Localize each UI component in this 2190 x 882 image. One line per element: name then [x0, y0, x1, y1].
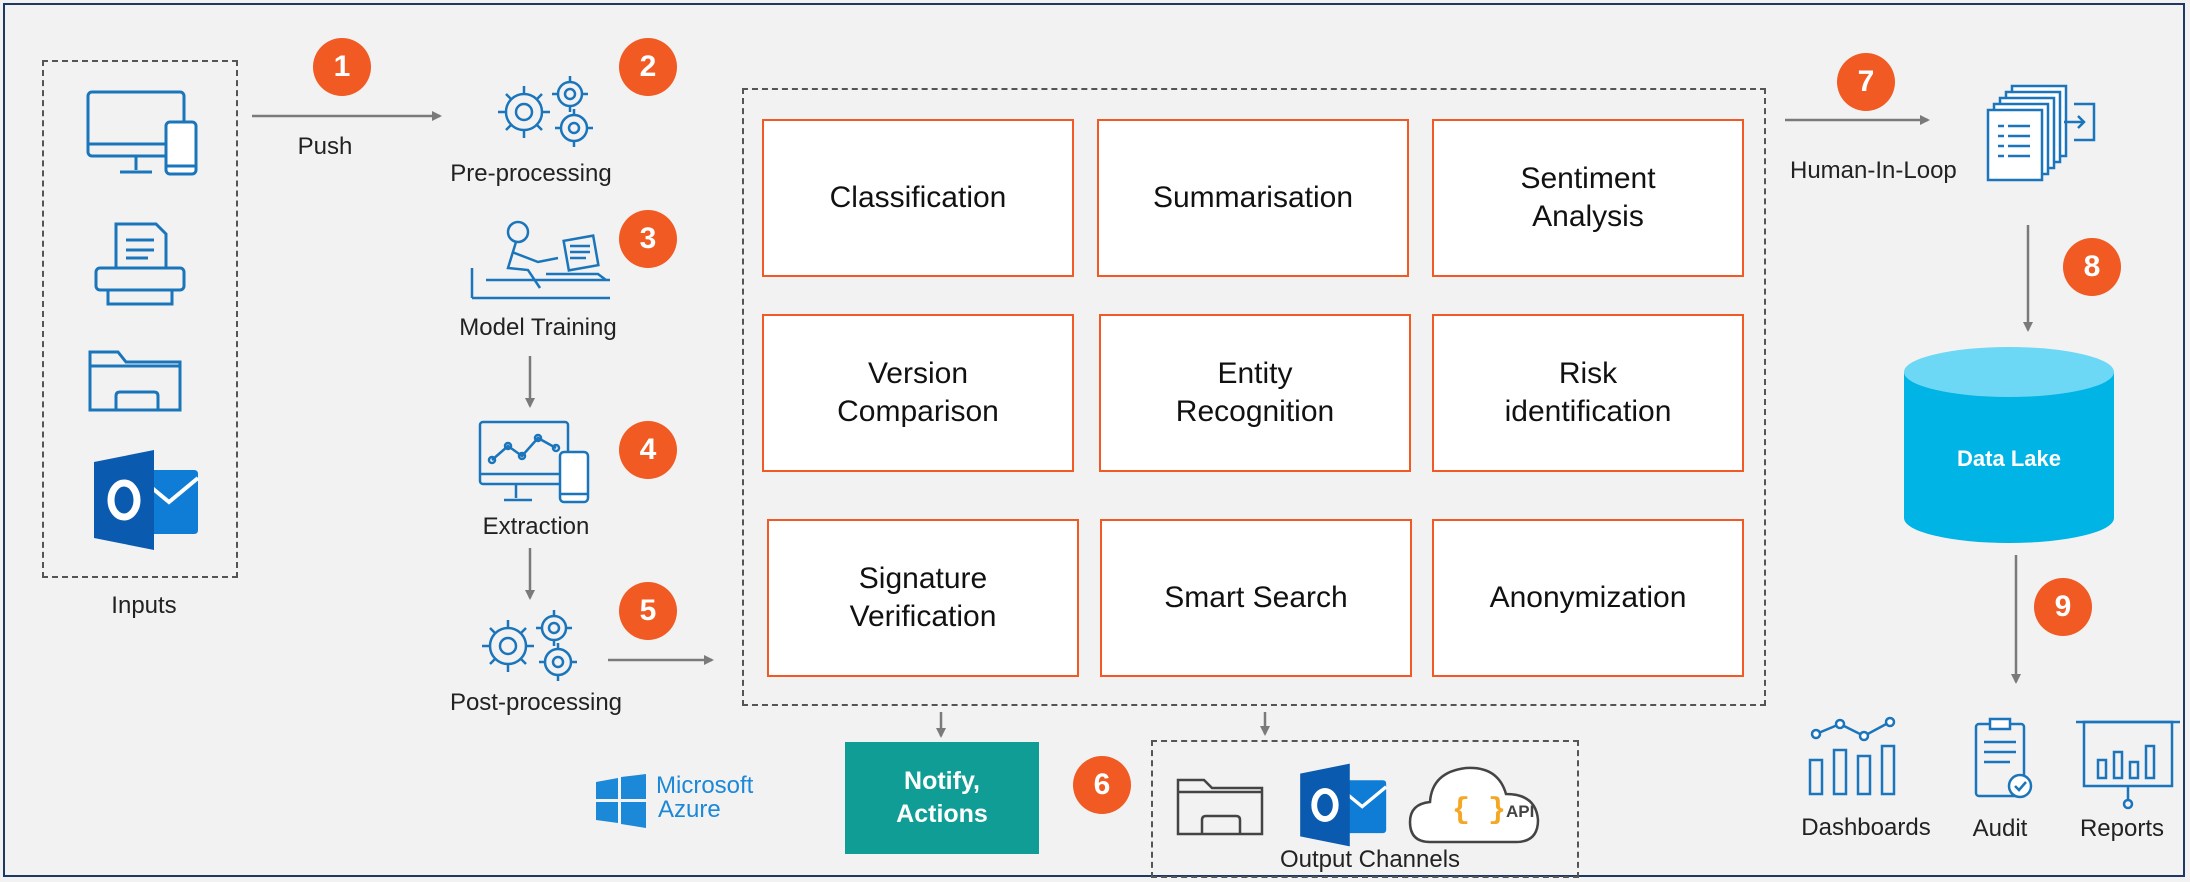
step-badge-2: 2	[619, 38, 677, 96]
inputs-label: Inputs	[111, 592, 177, 619]
outlook-icon	[94, 450, 200, 550]
capability-sentiment-analysis: Sentiment Analysis	[1432, 119, 1744, 277]
azure-line1: Microsoft	[656, 772, 754, 799]
clipboard-audit-icon	[1974, 717, 2033, 799]
report-board-icon	[2076, 720, 2180, 810]
azure-line2: Azure	[658, 796, 721, 823]
capability-classification: Classification	[762, 119, 1074, 277]
capability-version-comparison: Version Comparison	[762, 314, 1074, 472]
capability-entity-recognition: Entity Recognition	[1099, 314, 1411, 472]
step-badge-6: 6	[1073, 756, 1131, 814]
printer-icon	[94, 222, 186, 306]
human-in-loop-label: Human-In-Loop	[1790, 157, 1957, 184]
gears-icon	[498, 76, 593, 147]
inputs-box	[42, 60, 238, 578]
post-processing-label: Post-processing	[449, 689, 623, 716]
output-channels-box	[1151, 740, 1579, 878]
output-channels-label: Output Channels	[1279, 846, 1461, 873]
desktop-mobile-icon	[86, 90, 198, 176]
extraction-label: Extraction	[482, 513, 590, 540]
audit-label: Audit	[1972, 815, 2028, 842]
step-badge-7: 7	[1837, 53, 1895, 111]
step-badge-4: 4	[619, 421, 677, 479]
notify-actions-box: Notify, Actions	[845, 742, 1039, 854]
push-label: Push	[297, 133, 353, 160]
dashboard-chart-icon	[1808, 716, 1896, 796]
outlook-icon	[1300, 763, 1388, 847]
capability-risk-identification: Risk identification	[1432, 314, 1744, 472]
gears-icon	[482, 610, 577, 681]
reports-label: Reports	[2079, 815, 2165, 842]
step-badge-9: 9	[2034, 578, 2092, 636]
data-lake-label: Data Lake	[1957, 446, 2061, 471]
model-training-label: Model Training	[459, 314, 617, 341]
azure-logo-icon	[596, 774, 646, 828]
capability-signature-verification: Signature Verification	[767, 519, 1079, 677]
dashboards-label: Dashboards	[1801, 814, 1931, 841]
api-cloud-icon: { }	[1408, 766, 1540, 844]
step-badge-5: 5	[619, 582, 677, 640]
database-icon	[1904, 347, 2114, 543]
capability-anonymization: Anonymization	[1432, 519, 1744, 677]
documents-icon	[1986, 84, 2096, 182]
folder-icon	[1176, 778, 1264, 836]
capabilities-box	[742, 88, 1766, 706]
pre-processing-label: Pre-processing	[450, 160, 612, 187]
capability-smart-search: Smart Search	[1100, 519, 1412, 677]
step-badge-8: 8	[2063, 238, 2121, 296]
folder-icon	[88, 350, 182, 412]
capability-summarisation: Summarisation	[1097, 119, 1409, 277]
api-label: API	[1506, 802, 1535, 821]
azure-wordmark: Microsoft Azure	[656, 774, 753, 822]
analytics-monitor-icon	[478, 420, 590, 504]
step-badge-3: 3	[619, 210, 677, 268]
svg-text:{ }: { }	[1452, 794, 1506, 828]
person-training-icon	[470, 220, 610, 300]
step-badge-1: 1	[313, 38, 371, 96]
